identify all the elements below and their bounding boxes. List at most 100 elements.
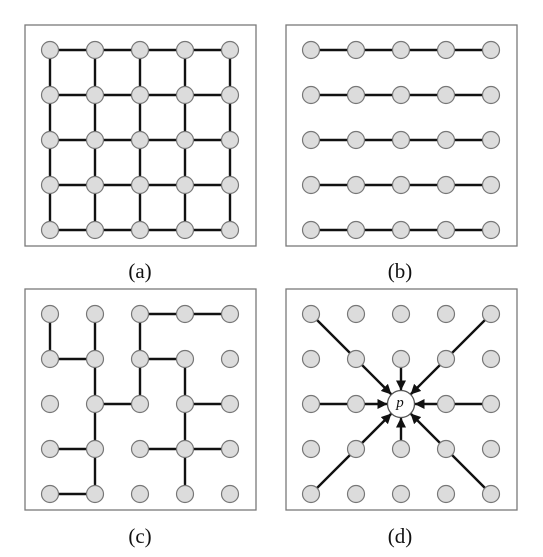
- node-b-4-4: [481, 220, 501, 240]
- node-a-3-4: [220, 175, 240, 195]
- node-a-0-1: [85, 40, 105, 60]
- node-b-1-3: [436, 85, 456, 105]
- node-a-0-2: [130, 40, 150, 60]
- node-d-0-3: [436, 304, 456, 324]
- panel-a-graph: [40, 40, 240, 240]
- node-d-2-4: [481, 394, 501, 414]
- panel-c-graph: [40, 304, 240, 504]
- node-b-4-1: [346, 220, 366, 240]
- node-d-1-3: [436, 349, 456, 369]
- node-a-0-0: [40, 40, 60, 60]
- node-a-4-0: [40, 220, 60, 240]
- node-b-0-2: [391, 40, 411, 60]
- node-b-4-0: [301, 220, 321, 240]
- node-d-3-3: [436, 439, 456, 459]
- node-d-1-4: [481, 349, 501, 369]
- node-a-4-1: [85, 220, 105, 240]
- node-a-0-4: [220, 40, 240, 60]
- panel-d-graph: [301, 304, 501, 504]
- node-d-2-1: [346, 394, 366, 414]
- node-b-2-4: [481, 130, 501, 150]
- panel-b-caption: (b): [388, 259, 413, 283]
- panel-b: (b): [285, 24, 518, 283]
- node-a-4-4: [220, 220, 240, 240]
- node-a-3-2: [130, 175, 150, 195]
- node-d-1-1: [346, 349, 366, 369]
- node-a-2-2: [130, 130, 150, 150]
- node-c-1-1: [85, 349, 105, 369]
- node-c-2-1: [85, 394, 105, 414]
- node-c-4-4: [220, 484, 240, 504]
- node-b-3-3: [436, 175, 456, 195]
- node-a-3-0: [40, 175, 60, 195]
- node-c-0-3: [175, 304, 195, 324]
- node-c-1-4: [220, 349, 240, 369]
- node-c-1-3: [175, 349, 195, 369]
- node-c-3-2: [130, 439, 150, 459]
- panel-d-center-label: p: [395, 395, 404, 411]
- node-b-0-4: [481, 40, 501, 60]
- node-c-4-1: [85, 484, 105, 504]
- node-b-3-1: [346, 175, 366, 195]
- node-a-2-1: [85, 130, 105, 150]
- node-c-0-4: [220, 304, 240, 324]
- node-a-2-3: [175, 130, 195, 150]
- node-b-1-4: [481, 85, 501, 105]
- node-a-0-3: [175, 40, 195, 60]
- node-d-0-2: [391, 304, 411, 324]
- node-d-1-2: [391, 349, 411, 369]
- node-d-4-4: [481, 484, 501, 504]
- node-d-3-1: [346, 439, 366, 459]
- panel-a-caption: (a): [128, 259, 151, 283]
- node-d-1-0: [301, 349, 321, 369]
- node-c-2-2: [130, 394, 150, 414]
- node-d-4-1: [346, 484, 366, 504]
- panel-a: (a): [24, 24, 257, 283]
- node-d-0-4: [481, 304, 501, 324]
- node-c-2-0: [40, 394, 60, 414]
- node-d-2-3: [436, 394, 456, 414]
- panel-c: (c): [24, 288, 257, 548]
- node-c-0-0: [40, 304, 60, 324]
- node-a-1-0: [40, 85, 60, 105]
- node-b-0-1: [346, 40, 366, 60]
- node-b-0-0: [301, 40, 321, 60]
- node-b-2-0: [301, 130, 321, 150]
- node-b-4-2: [391, 220, 411, 240]
- node-d-2-0: [301, 394, 321, 414]
- node-a-2-0: [40, 130, 60, 150]
- node-b-2-3: [436, 130, 456, 150]
- node-d-3-0: [301, 439, 321, 459]
- node-a-1-2: [130, 85, 150, 105]
- node-c-3-3: [175, 439, 195, 459]
- node-c-2-3: [175, 394, 195, 414]
- node-c-0-2: [130, 304, 150, 324]
- panel-b-graph: [301, 40, 501, 240]
- node-a-4-3: [175, 220, 195, 240]
- node-b-2-1: [346, 130, 366, 150]
- node-c-4-0: [40, 484, 60, 504]
- node-b-3-4: [481, 175, 501, 195]
- node-a-3-1: [85, 175, 105, 195]
- node-c-4-3: [175, 484, 195, 504]
- node-d-0-1: [346, 304, 366, 324]
- node-a-1-4: [220, 85, 240, 105]
- node-b-1-2: [391, 85, 411, 105]
- node-c-1-2: [130, 349, 150, 369]
- node-d-0-0: [301, 304, 321, 324]
- node-b-0-3: [436, 40, 456, 60]
- node-c-0-1: [85, 304, 105, 324]
- node-a-2-4: [220, 130, 240, 150]
- node-c-3-1: [85, 439, 105, 459]
- node-d-4-2: [391, 484, 411, 504]
- panel-c-caption: (c): [128, 524, 151, 548]
- node-a-1-1: [85, 85, 105, 105]
- node-d-4-0: [301, 484, 321, 504]
- node-a-4-2: [130, 220, 150, 240]
- node-c-3-0: [40, 439, 60, 459]
- node-c-4-2: [130, 484, 150, 504]
- node-b-3-0: [301, 175, 321, 195]
- node-c-2-4: [220, 394, 240, 414]
- node-c-1-0: [40, 349, 60, 369]
